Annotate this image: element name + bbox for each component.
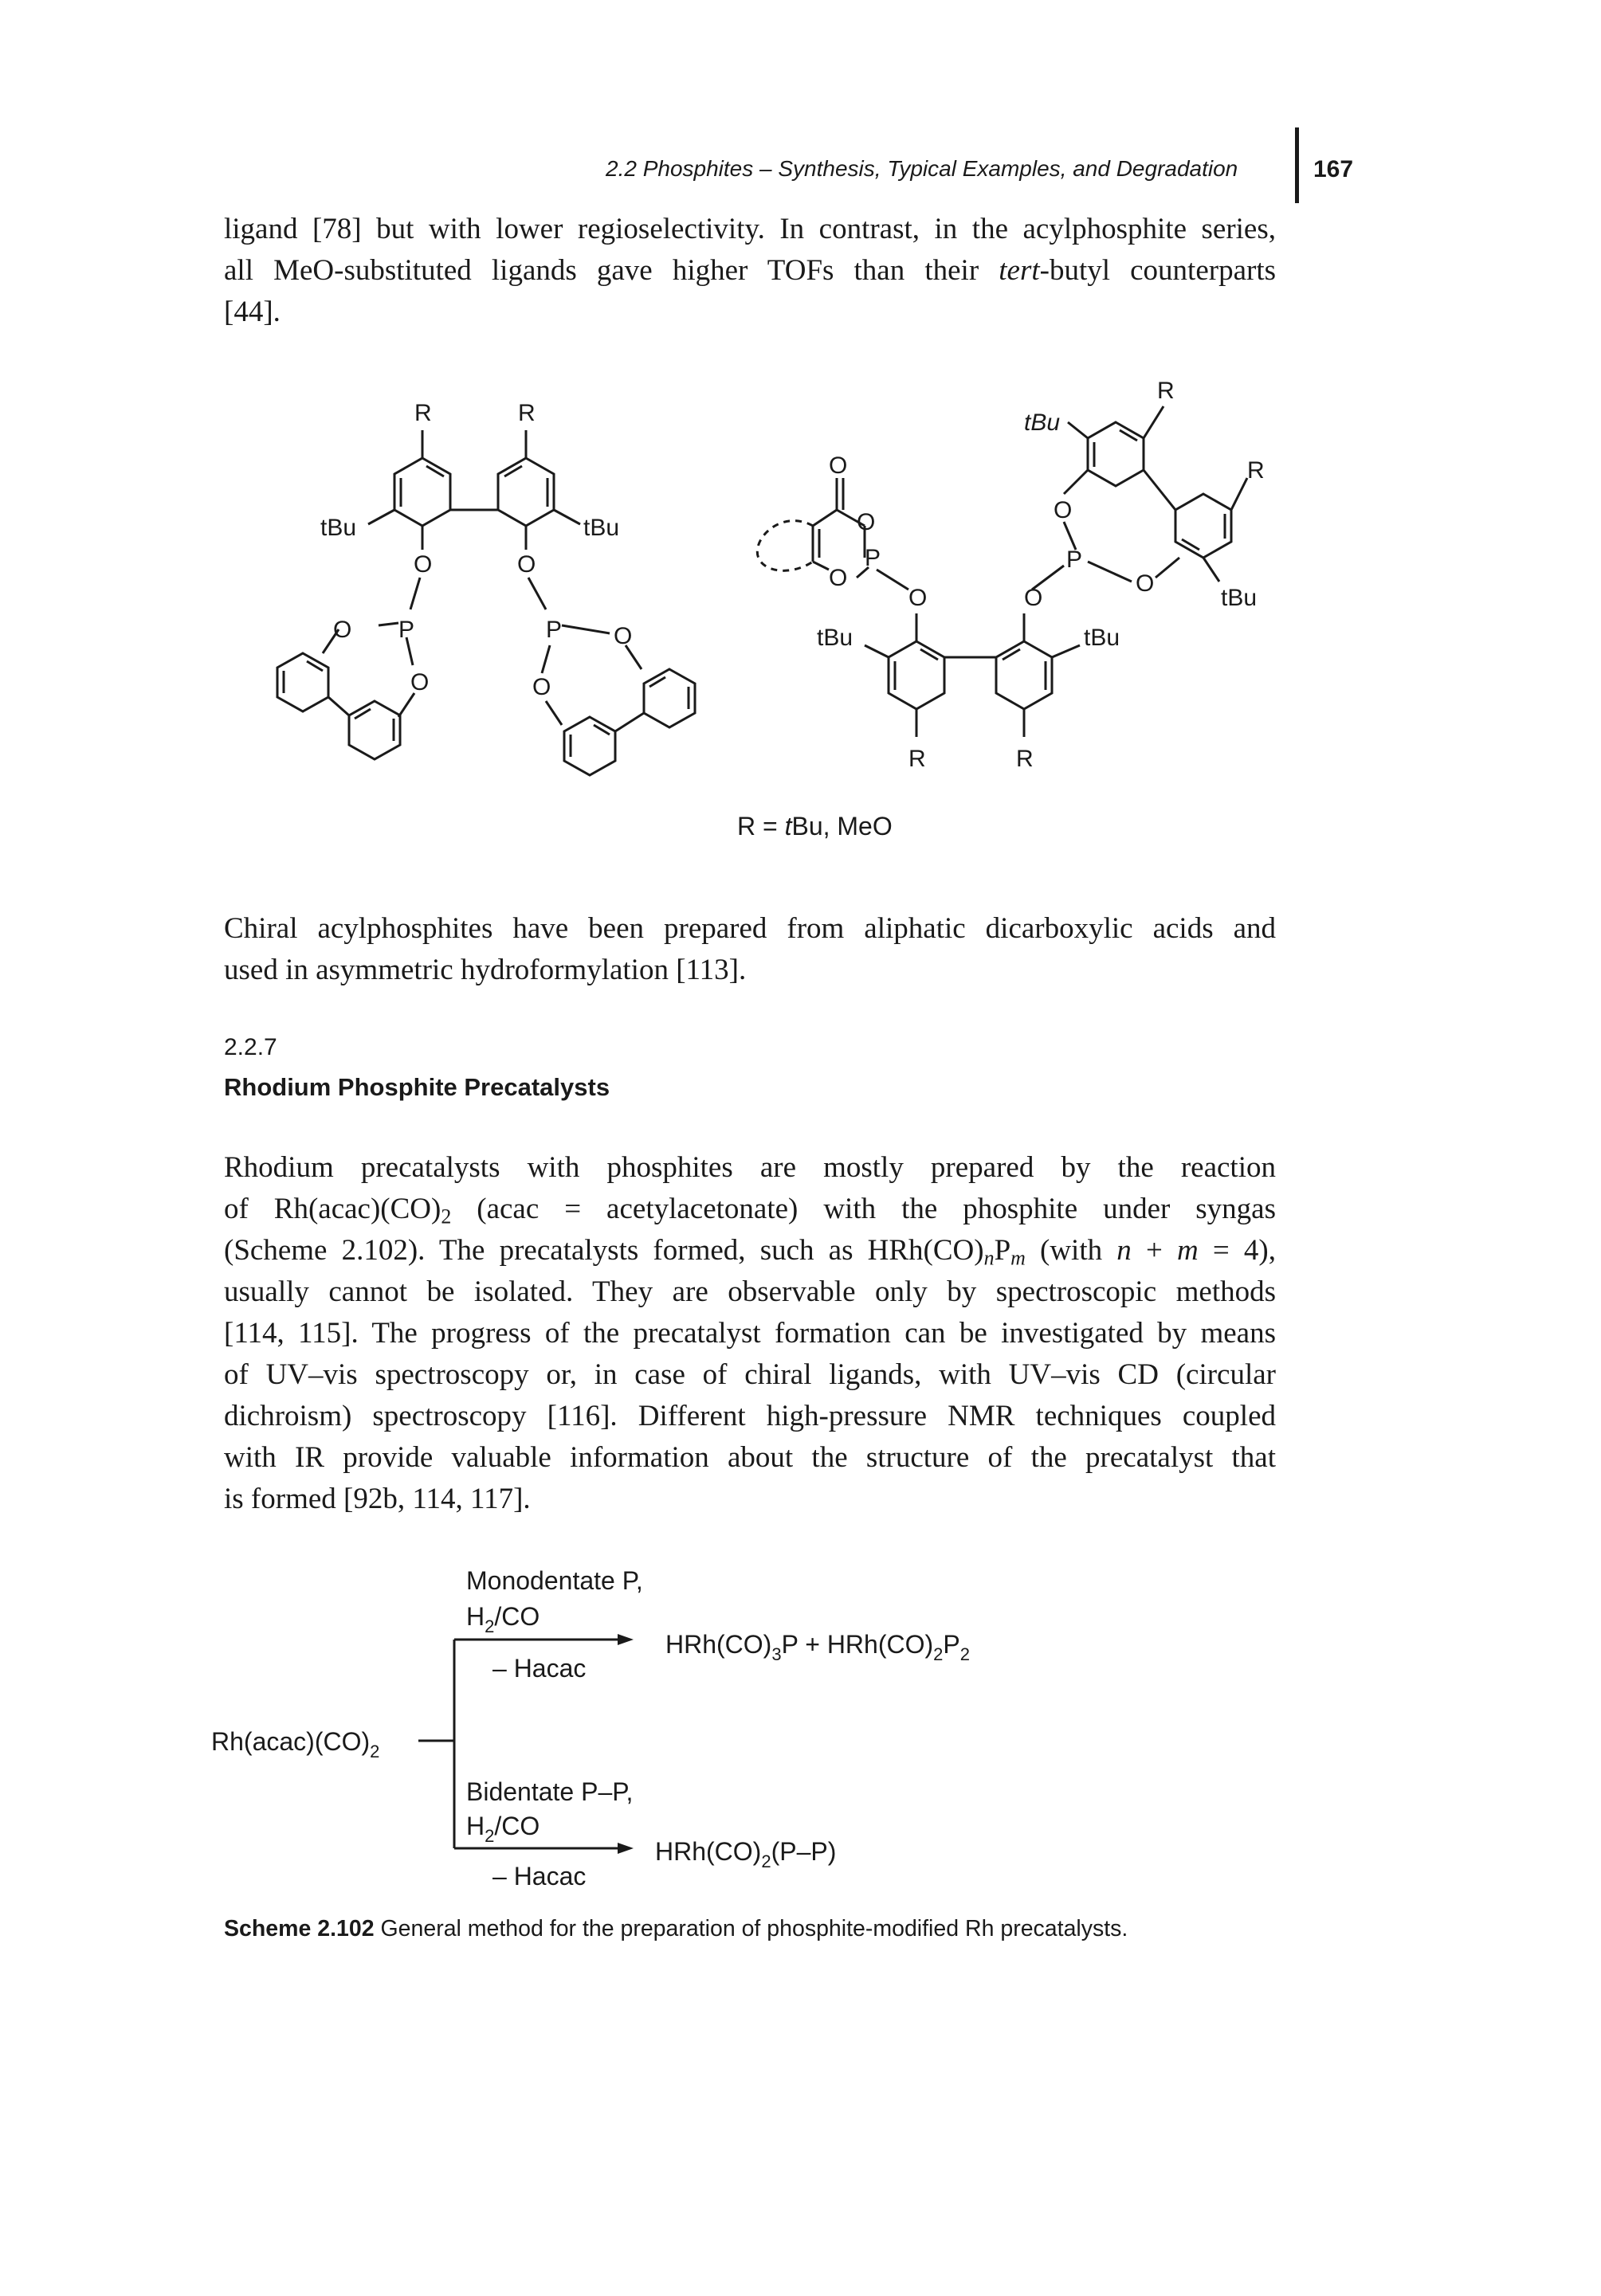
condition-label: H2/CO bbox=[466, 1602, 540, 1636]
paragraph-chiral: Chiral acylphosphites have been prepared… bbox=[224, 908, 1276, 991]
reactant-label: Rh(acac)(CO)2 bbox=[211, 1727, 379, 1761]
text-line: Chiral acylphosphites have been prepared… bbox=[224, 912, 1276, 945]
substituent-label: tBu bbox=[817, 625, 853, 651]
condition-label: H2/CO bbox=[466, 1812, 540, 1846]
atom-label: O bbox=[1054, 497, 1072, 523]
condition-label: – Hacac bbox=[492, 1862, 586, 1890]
atom-label: O bbox=[1024, 585, 1042, 611]
substituent-label: tBu bbox=[1084, 625, 1120, 651]
atom-label: O bbox=[414, 551, 432, 578]
atom-label: O bbox=[410, 669, 429, 695]
atom-label: P bbox=[546, 617, 562, 643]
atom-label: O bbox=[532, 674, 551, 700]
text-line: [114, 115]. The progress of the precatal… bbox=[224, 1317, 1276, 1350]
text-line: all MeO-substituted ligands gave higher … bbox=[224, 254, 1276, 287]
atom-label: O bbox=[517, 551, 536, 578]
atom-label: O bbox=[1136, 570, 1154, 597]
text-line: used in asymmetric hydroformylation [113… bbox=[224, 954, 747, 986]
atom-label: P bbox=[398, 617, 414, 643]
paragraph-intro: ligand [78] but with lower regioselectiv… bbox=[224, 209, 1276, 333]
condition-label: – Hacac bbox=[492, 1654, 586, 1683]
substituent-label: R bbox=[1157, 378, 1175, 404]
substituent-label: R bbox=[908, 746, 926, 772]
r-definition: R = tBu, MeO bbox=[737, 812, 893, 840]
page-number: 167 bbox=[1313, 156, 1354, 182]
atom-label: O bbox=[829, 565, 847, 591]
atom-label: O bbox=[333, 617, 351, 643]
substituent-label: R bbox=[414, 400, 432, 426]
text-line: [44]. bbox=[224, 296, 281, 328]
atom-label: O bbox=[908, 585, 927, 611]
atom-label: P bbox=[1066, 547, 1082, 573]
scheme-caption: Scheme 2.102 General method for the prep… bbox=[224, 1916, 1128, 1941]
product-label: HRh(CO)3P + HRh(CO)2P2 bbox=[665, 1630, 970, 1664]
text-line: dichroism) spectroscopy [116]. Different… bbox=[224, 1400, 1276, 1432]
product-label: HRh(CO)2(P–P) bbox=[655, 1837, 836, 1871]
substituent-label: R bbox=[1016, 746, 1034, 772]
text-line: with IR provide valuable information abo… bbox=[224, 1441, 1276, 1474]
text-line: ligand [78] but with lower regioselectiv… bbox=[224, 213, 1276, 245]
section-number: 2.2.7 bbox=[224, 1034, 277, 1060]
text-line: of Rh(acac)(CO)2 (acac = acetylacetonate… bbox=[224, 1193, 1277, 1228]
section-title: Rhodium Phosphite Precatalysts bbox=[224, 1073, 610, 1101]
condition-label: Bidentate P–P, bbox=[466, 1777, 633, 1806]
atom-label: P bbox=[865, 545, 881, 571]
substituent-label: tBu bbox=[583, 515, 619, 541]
text-line: is formed [92b, 114, 117]. bbox=[224, 1483, 531, 1515]
substituent-label: R bbox=[518, 400, 536, 426]
text-line: usually cannot be isolated. They are obs… bbox=[224, 1275, 1276, 1308]
atom-label: O bbox=[829, 453, 847, 479]
condition-label: Monodentate P, bbox=[466, 1566, 643, 1595]
text-line: of UV–vis spectroscopy or, in case of ch… bbox=[224, 1358, 1276, 1391]
substituent-label: R bbox=[1247, 457, 1265, 484]
reaction-scheme: Rh(acac)(CO)2 Monodentate P, H2/CO – Hac… bbox=[211, 1566, 970, 1890]
atom-label: O bbox=[857, 509, 875, 535]
paragraph-precatalysts: Rhodium precatalysts with phosphites are… bbox=[224, 1147, 1276, 1520]
substituent-label: tBu bbox=[1221, 585, 1257, 611]
header-rule bbox=[1295, 127, 1299, 203]
ligand-structures-figure: R R tBu tBu O O P O O P O O O O P O O O … bbox=[276, 378, 1265, 840]
substituent-label: tBu bbox=[1024, 409, 1060, 436]
text-line: (Scheme 2.102). The precatalysts formed,… bbox=[224, 1234, 1276, 1270]
running-head: 2.2 Phosphites – Synthesis, Typical Exam… bbox=[606, 156, 1238, 181]
substituent-label: tBu bbox=[320, 515, 356, 541]
text-line: Rhodium precatalysts with phosphites are… bbox=[224, 1151, 1276, 1184]
atom-label: O bbox=[614, 623, 632, 649]
